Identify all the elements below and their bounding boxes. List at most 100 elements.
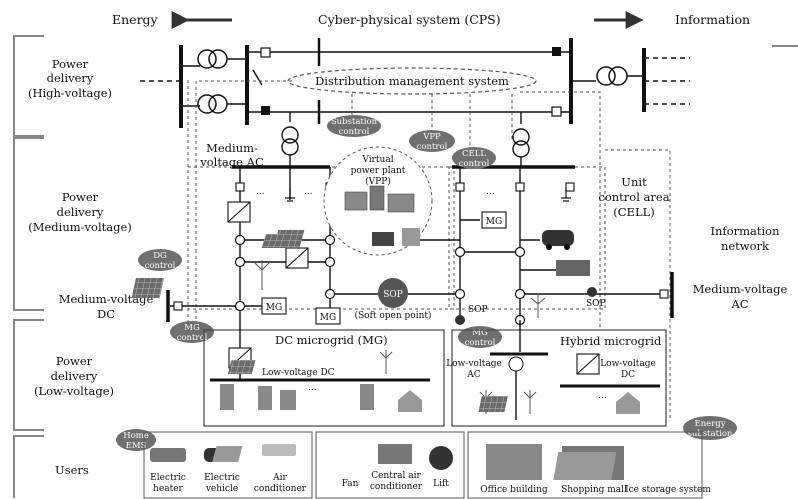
mv-section-label: Power delivery (Medium-voltage) <box>28 190 132 234</box>
mg-control-pill-right: MG control <box>458 326 502 348</box>
svg-text:control: control <box>417 142 448 152</box>
svg-text:CELL: CELL <box>462 149 486 159</box>
svg-text:delivery: delivery <box>47 71 94 85</box>
mvac-left-label-2: voltage AC <box>199 155 264 169</box>
hybrid-microgrid-box: Hybrid microgrid Low-voltage AC Low-volt… <box>446 320 667 427</box>
svg-text:Lift: Lift <box>433 479 449 489</box>
svg-text:Home: Home <box>123 431 149 441</box>
svg-text:Low-voltage: Low-voltage <box>600 359 656 369</box>
svg-text:Fan: Fan <box>342 479 359 489</box>
dc-microgrid-box: DC microgrid (MG) Low-voltage DC <box>203 310 445 427</box>
svg-text:(Soft open point): (Soft open point) <box>354 310 431 321</box>
svg-text:DC microgrid (MG): DC microgrid (MG) <box>275 333 388 347</box>
svg-text:Information: Information <box>710 224 780 238</box>
hv-network <box>140 38 690 128</box>
ev-and-battery-icons <box>542 230 590 276</box>
svg-text:DC: DC <box>97 307 115 321</box>
svg-text:conditioner: conditioner <box>254 484 307 494</box>
users-building-group: Office building Shopping mall Ice storag… <box>467 431 711 499</box>
section-brackets <box>13 35 798 498</box>
svg-text:SOP: SOP <box>383 290 403 300</box>
svg-text:Air: Air <box>272 473 287 483</box>
users-label: Users <box>55 463 89 477</box>
mg-boxes: MG MG MG <box>261 211 507 325</box>
svg-text:DG: DG <box>153 251 167 261</box>
mv-transformers <box>281 112 530 167</box>
svg-text:Distribution management system: Distribution management system <box>315 74 509 88</box>
svg-text:control: control <box>177 333 208 343</box>
substation-control-pill: Substation control <box>327 115 381 137</box>
svg-text:Virtual: Virtual <box>361 155 393 165</box>
cell-control-pill: CELL control <box>452 147 496 169</box>
svg-text:delivery: delivery <box>57 205 104 219</box>
mg-control-pill-left: MG control <box>170 321 214 343</box>
info-network-label: Information network <box>710 224 780 253</box>
header: Energy Cyber-physical system (CPS) Infor… <box>112 11 750 30</box>
svg-text:Electric: Electric <box>204 473 240 483</box>
cps-title: Cyber-physical system (CPS) <box>318 12 501 27</box>
svg-text:control: control <box>339 127 370 137</box>
svg-text:Power: Power <box>62 190 99 204</box>
svg-text:MG: MG <box>266 303 282 313</box>
svg-text:control: control <box>459 159 490 169</box>
svg-text:Shopping mall: Shopping mall <box>561 485 627 495</box>
svg-text:Office building: Office building <box>480 485 548 495</box>
svg-text:Energy: Energy <box>694 419 725 429</box>
svg-text:control area: control area <box>598 190 669 204</box>
svg-text:MG: MG <box>184 323 200 333</box>
pv-panel-icons <box>131 234 288 298</box>
svg-text:conditioner: conditioner <box>370 482 423 492</box>
distribution-management-system: Distribution management system <box>287 67 537 95</box>
svg-text:Medium-voltage: Medium-voltage <box>59 292 154 306</box>
users-commercial-group: Fan Central air conditioner Lift <box>212 431 465 499</box>
svg-text:Low-voltage: Low-voltage <box>446 359 502 369</box>
svg-text:...: ... <box>598 391 607 401</box>
svg-text:MG: MG <box>320 313 336 323</box>
dg-control-pill: DG control <box>138 249 182 271</box>
svg-text:Central air: Central air <box>371 471 421 481</box>
hv-section-label: Power delivery (High-voltage) <box>28 57 112 100</box>
unit-cell-label: Unit control area (CELL) <box>598 175 669 219</box>
sop-left-label: SOP <box>468 305 488 315</box>
svg-text:Hybrid microgrid: Hybrid microgrid <box>560 334 662 348</box>
svg-text:...: ... <box>256 187 265 197</box>
svg-text:Power: Power <box>52 57 89 71</box>
users-home-group: Electric heater Electric vehicle Air con… <box>143 431 313 499</box>
wind-turbine-icons <box>253 260 546 318</box>
energy-label: Energy <box>112 12 159 27</box>
sop-center: SOP (Soft open point) <box>354 278 432 321</box>
svg-text:substation: substation <box>688 429 733 439</box>
svg-text:Ice storage system: Ice storage system <box>625 485 711 495</box>
svg-text:(Low-voltage): (Low-voltage) <box>34 384 114 398</box>
sop-left-node <box>455 315 465 325</box>
svg-text:(Medium-voltage): (Medium-voltage) <box>28 220 132 234</box>
energy-substation-pill: Energy substation <box>683 416 737 440</box>
mvac-right-label: Medium-voltage AC <box>693 282 788 311</box>
svg-text:...: ... <box>304 187 313 197</box>
svg-text:heater: heater <box>153 484 183 494</box>
svg-text:control: control <box>465 338 496 348</box>
information-label: Information <box>675 12 750 27</box>
svg-text:...: ... <box>486 187 495 197</box>
svg-text:Unit: Unit <box>621 175 647 189</box>
svg-text:vehicle: vehicle <box>205 484 238 494</box>
svg-text:MG: MG <box>486 217 502 227</box>
hv-breakers <box>260 47 562 117</box>
svg-text:EMS: EMS <box>126 441 147 451</box>
feeder-nodes <box>234 234 526 326</box>
svg-text:(CELL): (CELL) <box>613 205 654 219</box>
sop-right-label: SOP <box>586 299 606 309</box>
svg-text:AC: AC <box>730 297 748 311</box>
svg-text:Substation: Substation <box>331 117 378 127</box>
mvac-left-label: Medium- <box>206 141 258 155</box>
svg-text:Electric: Electric <box>150 473 186 483</box>
ground-arrow-icons <box>285 188 571 202</box>
svg-text:(VPP): (VPP) <box>365 176 391 187</box>
svg-text:(High-voltage): (High-voltage) <box>28 86 112 100</box>
svg-text:...: ... <box>308 383 317 393</box>
ellipsis-marks: ... ... ... ... ... <box>256 187 607 401</box>
home-ems-pill: Home EMS <box>116 429 156 451</box>
mvdc-label: Medium-voltage DC <box>59 292 154 321</box>
lv-section-label: Power delivery (Low-voltage) <box>34 354 114 398</box>
